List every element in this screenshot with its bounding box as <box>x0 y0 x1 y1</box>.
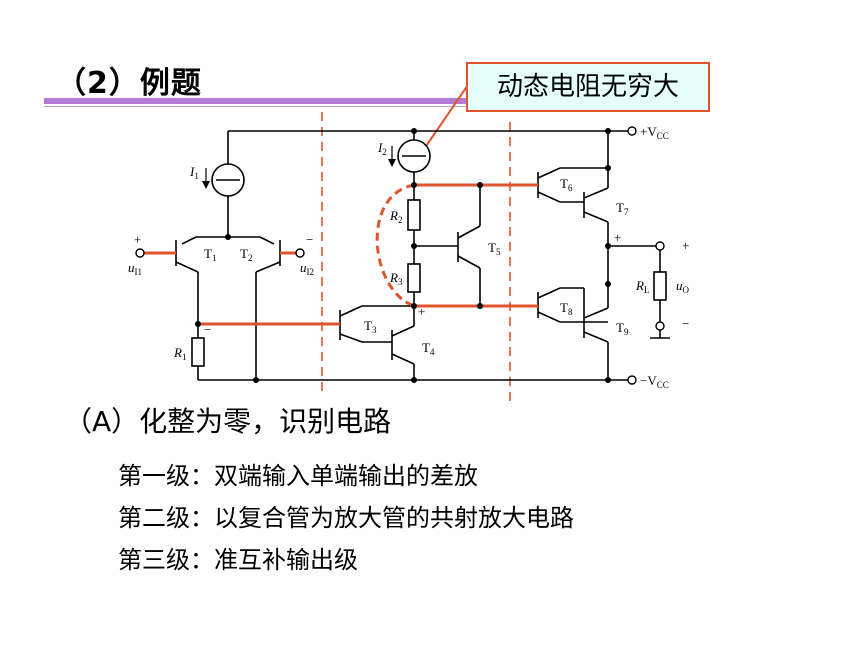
callout-box: 动态电阻无穷大 <box>466 62 710 112</box>
label-vcc-pos: +VCC <box>640 124 669 141</box>
label-uO-minus: − <box>682 316 689 331</box>
resistor-RL <box>653 271 667 301</box>
label-uI2-minus: − <box>306 232 313 247</box>
label-uI1: uI1 <box>128 260 142 277</box>
label-T2: T2 <box>240 246 252 263</box>
resistor-R3 <box>407 263 421 293</box>
label-T3-plus: + <box>418 304 425 319</box>
label-vcc-neg: −VCC <box>640 373 669 390</box>
label-T5: T5 <box>488 240 501 257</box>
stage-3-description: 第三级：准互补输出级 <box>118 546 358 574</box>
label-uO-plus: + <box>682 238 689 253</box>
label-T3: T3 <box>364 318 377 335</box>
label-RL: RL <box>635 278 649 295</box>
label-uI1-plus: + <box>134 232 141 247</box>
terminals <box>135 126 665 385</box>
label-T6: T6 <box>560 176 573 193</box>
highlight-wires <box>140 183 538 326</box>
callout-pointer <box>421 81 471 153</box>
resistor-R2 <box>407 199 421 231</box>
label-I1: I1 <box>189 164 199 181</box>
junction-dots <box>195 128 611 383</box>
label-T9: T9 <box>616 320 629 337</box>
label-I2: I2 <box>377 140 387 157</box>
section-heading: （A）化整为零，识别电路 <box>64 405 392 438</box>
label-R1: R1 <box>173 345 186 362</box>
title-underline-rule <box>44 106 514 107</box>
label-T4: T4 <box>422 340 435 357</box>
page-title: （2）例题 <box>56 66 202 101</box>
label-T8: T8 <box>560 300 573 317</box>
label-R2: R2 <box>389 208 402 225</box>
title-underline-bar <box>44 98 514 104</box>
stage-1-description: 第一级：双端输入单端输出的差放 <box>118 462 478 490</box>
label-uO: uO <box>676 278 690 295</box>
label-T7: T7 <box>616 200 629 217</box>
stage-2-description: 第二级：以复合管为放大管的共射放大电路 <box>118 504 574 532</box>
label-R1-minus: − <box>204 322 211 337</box>
resistor-R1 <box>191 337 205 367</box>
label-T1: T1 <box>204 246 216 263</box>
label-output-plus: + <box>614 230 621 245</box>
label-uI2: uI2 <box>300 260 314 277</box>
label-R3: R3 <box>389 270 403 287</box>
